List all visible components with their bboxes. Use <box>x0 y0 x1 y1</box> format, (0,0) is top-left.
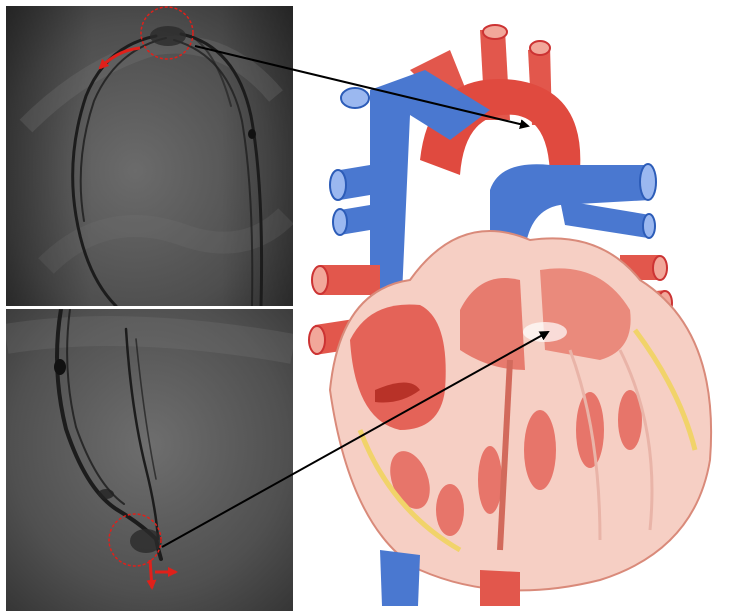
inferior-vena-cava <box>380 550 420 606</box>
heart-illustration-panel <box>300 10 730 606</box>
radiopaque-marker <box>54 359 66 375</box>
fluoroscopy-top-panel <box>6 6 293 306</box>
aortic-valve <box>523 322 567 342</box>
fluoroscopy-top-image <box>6 6 293 306</box>
fluoroscopy-bottom-image <box>6 309 293 611</box>
descending-aorta <box>480 570 520 606</box>
radiopaque-marker <box>248 129 256 139</box>
fluoroscopy-bottom-panel <box>6 309 293 611</box>
heart-illustration <box>300 10 730 606</box>
